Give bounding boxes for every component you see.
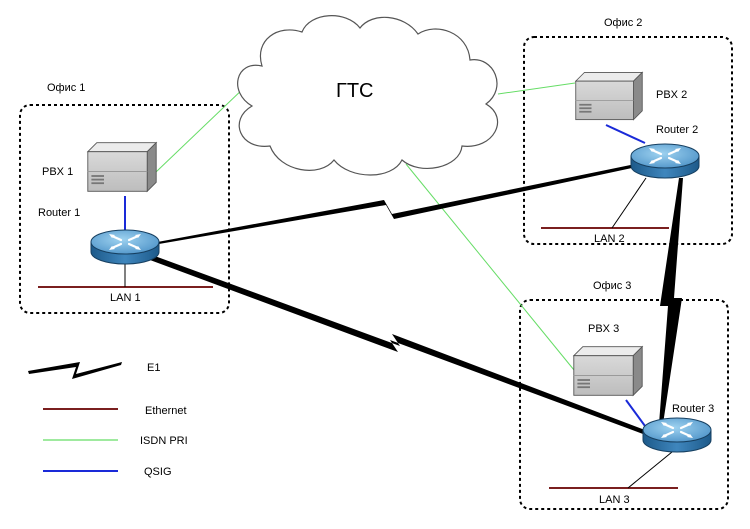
pbx-3-device bbox=[573, 346, 643, 396]
e1-link-router1-router2 bbox=[152, 162, 646, 245]
pbx-1-device bbox=[87, 142, 157, 192]
router-3-lan-drop bbox=[627, 451, 673, 489]
qsig-link-3 bbox=[625, 399, 646, 427]
cloud-label: ГТС bbox=[336, 80, 374, 102]
pbx-2-label: PBX 2 bbox=[656, 89, 687, 101]
legend: E1 Ethernet ISDN PRI QSIG bbox=[28, 362, 188, 478]
legend-ethernet-label: Ethernet bbox=[145, 405, 187, 417]
legend-qsig-label: QSIG bbox=[144, 466, 172, 478]
pbx-2-device bbox=[575, 71, 643, 121]
office-2-boundary bbox=[523, 36, 733, 245]
router-2-label: Router 2 bbox=[656, 124, 698, 136]
lan-2-label: LAN 2 bbox=[594, 233, 625, 245]
lan-1-label: LAN 1 bbox=[110, 292, 141, 304]
office-3-title: Офис 3 bbox=[593, 280, 631, 292]
router-1-label: Router 1 bbox=[38, 207, 80, 219]
lan-3-label: LAN 3 bbox=[599, 494, 630, 506]
router-3-device bbox=[642, 416, 712, 454]
office-1-title: Офис 1 bbox=[47, 82, 85, 94]
router-2-device bbox=[630, 142, 700, 180]
router-1-device bbox=[90, 228, 160, 266]
router-3-label: Router 3 bbox=[672, 403, 714, 415]
qsig-link-2 bbox=[605, 124, 646, 144]
isdn-link-pbx1 bbox=[155, 85, 247, 173]
isdn-link-pbx3 bbox=[405, 163, 575, 371]
pstn-cloud bbox=[237, 15, 499, 176]
isdn-link-pbx2 bbox=[497, 82, 576, 95]
e1-link-router2-router3 bbox=[659, 178, 683, 424]
legend-e1-label: E1 bbox=[147, 362, 160, 374]
legend-isdn-label: ISDN PRI bbox=[140, 435, 188, 447]
pbx-3-label: PBX 3 bbox=[588, 323, 619, 335]
router-2-lan-drop bbox=[611, 177, 647, 229]
e1-link-router1-router3 bbox=[150, 255, 645, 434]
pbx-1-label: PBX 1 bbox=[42, 166, 73, 178]
office-2-title: Офис 2 bbox=[604, 17, 642, 29]
legend-e1-symbol bbox=[28, 362, 122, 379]
